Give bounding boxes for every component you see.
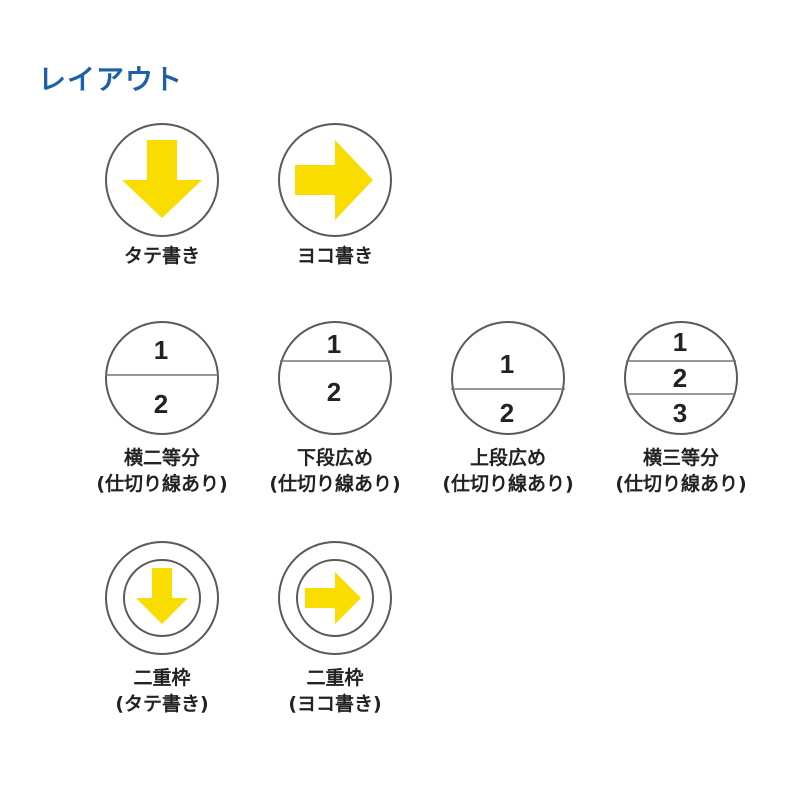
split-top-wide-icon: 1 2 <box>451 321 565 435</box>
section-number-2: 2 <box>673 363 687 393</box>
section-number-1: 1 <box>673 327 687 357</box>
layout-option-split-halves[interactable]: 1 2 横二等分 (仕切り線あり) <box>77 318 247 503</box>
arrow-right-icon <box>278 123 392 237</box>
section-number-3: 3 <box>673 398 687 428</box>
layout-option-double-frame-vertical[interactable]: 二重枠 (タテ書き) <box>77 538 247 723</box>
layout-option-bottom-wide[interactable]: 1 2 下段広め (仕切り線あり) <box>250 318 420 503</box>
section-number-2: 2 <box>500 398 514 428</box>
layout-option-split-thirds[interactable]: 1 2 3 横三等分 (仕切り線あり) <box>596 318 766 503</box>
layout-option-label: タテ書き <box>123 245 200 267</box>
split-bottom-wide-icon: 1 2 <box>278 321 392 435</box>
section-number-2: 2 <box>154 389 168 419</box>
layout-option-label: 上段広め (仕切り線あり) <box>442 447 574 495</box>
layout-option-label: 横二等分 (仕切り線あり) <box>96 447 228 495</box>
split-thirds-icon: 1 2 3 <box>624 321 738 435</box>
layout-option-label: 横三等分 (仕切り線あり) <box>615 447 747 495</box>
layout-option-double-frame-horizontal[interactable]: 二重枠 (ヨコ書き) <box>250 538 420 723</box>
layout-option-top-wide[interactable]: 1 2 上段広め (仕切り線あり) <box>423 318 593 503</box>
section-number-2: 2 <box>327 377 341 407</box>
layout-option-label: 二重枠 (ヨコ書き) <box>288 667 382 715</box>
section-number-1: 1 <box>327 329 341 359</box>
layout-option-label: 二重枠 (タテ書き) <box>115 667 209 715</box>
double-frame-arrow-down-icon <box>105 541 219 655</box>
double-frame-arrow-right-icon <box>278 541 392 655</box>
layout-option-horizontal[interactable]: ヨコ書き <box>250 120 420 280</box>
split-halves-icon: 1 2 <box>105 321 219 435</box>
layout-option-label: ヨコ書き <box>296 245 373 267</box>
arrow-down-icon <box>105 123 219 237</box>
section-number-1: 1 <box>500 349 514 379</box>
section-number-1: 1 <box>154 335 168 365</box>
page-title: レイアウト <box>38 63 184 96</box>
layout-option-label: 下段広め (仕切り線あり) <box>269 447 401 495</box>
layout-option-vertical[interactable]: タテ書き <box>77 120 247 280</box>
